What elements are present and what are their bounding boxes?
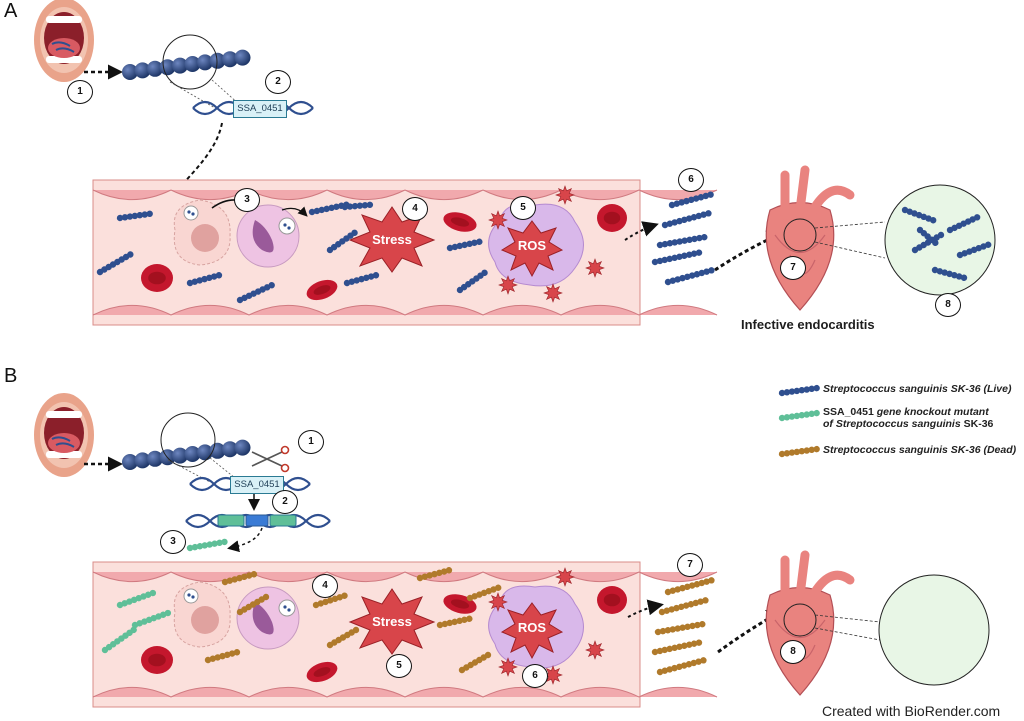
step-b-7: 7 (677, 553, 703, 577)
step-b-3: 3 (160, 530, 186, 554)
step-a-6: 6 (678, 168, 704, 192)
legend-live: Streptococcus sanguinis SK-36 (Live) (823, 383, 1012, 395)
stress-label-b: Stress (372, 614, 412, 629)
escaped-dead-bacteria (651, 577, 715, 676)
ros-cloud (488, 585, 584, 669)
magnified-vegetation (884, 184, 996, 296)
step-a-4: 4 (402, 197, 428, 221)
step-a-7: 7 (780, 256, 806, 280)
legend-mutant-text2: of Streptococcus sanguinis (823, 418, 961, 430)
step-b-4: 4 (312, 574, 338, 598)
step-a-5: 5 (510, 196, 536, 220)
live-bacteria (96, 201, 488, 304)
step-b-8: 8 (780, 640, 806, 664)
ros-cloud (488, 203, 584, 287)
step-a-1: 1 (67, 80, 93, 104)
macrophage (173, 199, 231, 266)
heart-illustration (765, 550, 855, 696)
mutant-dna (185, 513, 331, 529)
mouth-illustration (34, 0, 94, 82)
legend-mutant-strain: SK-36 (960, 418, 994, 430)
step-b-2: 2 (272, 490, 298, 514)
panel-a-label: A (4, 0, 18, 22)
legend-mutant-gene: SSA_0451 (823, 406, 874, 418)
step-b-1: 1 (298, 430, 324, 454)
red-blood-cells (141, 586, 627, 683)
legend-mutant-text1: gene knockout mutant (873, 406, 989, 418)
neutrophil (236, 204, 300, 268)
legend-dead: Streptococcus sanguinis SK-36 (Dead) (823, 444, 1017, 456)
ros-particles (488, 185, 605, 303)
panel-a (34, 0, 996, 326)
gene-label-b: SSA_0451 (230, 476, 284, 494)
ros-particles (488, 567, 605, 685)
stress-label-a: Stress (372, 232, 412, 247)
ros-label-a: ROS (517, 238, 547, 253)
red-blood-cells (141, 204, 627, 301)
stress-burst (348, 206, 436, 273)
step-a-8: 8 (935, 293, 961, 317)
bacteria-chain-magnified (122, 439, 251, 470)
ros-label-b: ROS (517, 620, 547, 635)
infective-endocarditis-caption: Infective endocarditis (741, 317, 875, 332)
panel-b-label: B (4, 365, 18, 387)
gene-label-a: SSA_0451 (233, 100, 287, 118)
legend-swatches (778, 384, 820, 458)
escaped-bacteria (651, 191, 715, 286)
bacteria-chain-magnified (122, 49, 251, 80)
macrophage (173, 581, 231, 648)
magnified-empty-valve (878, 574, 990, 686)
mouth-illustration (34, 393, 94, 477)
step-a-3: 3 (234, 188, 260, 212)
biorender-credit: Created with BioRender.com (822, 703, 1001, 719)
stress-burst (348, 588, 436, 655)
scissors-icon (251, 445, 290, 473)
dead-and-mutant-bacteria (101, 538, 502, 674)
step-a-2: 2 (265, 70, 291, 94)
step-b-5: 5 (386, 654, 412, 678)
heart-illustration (765, 165, 855, 311)
step-b-6: 6 (522, 664, 548, 688)
